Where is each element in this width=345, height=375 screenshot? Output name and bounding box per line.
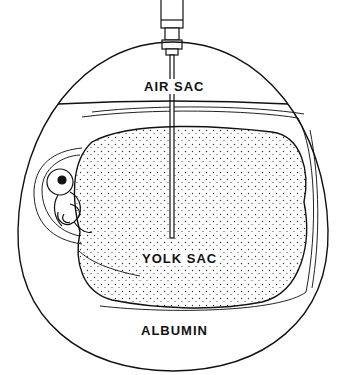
yolk-stipple [74, 126, 306, 307]
egg-outline: AIR SAC YOLK SAC ALBUMIN [14, 40, 332, 374]
region-label: ALBUMIN [139, 323, 210, 338]
syringe [161, 0, 183, 238]
yolk-sac-shape [72, 122, 308, 308]
yolk-sac: YOLK SAC [72, 122, 308, 308]
membrane-line [92, 107, 304, 114]
amnion-line [78, 250, 140, 276]
region-label: AIR SAC [142, 79, 206, 94]
embryo [47, 169, 92, 233]
egg-outline-line [18, 42, 328, 371]
region-label: YOLK SAC [140, 251, 219, 266]
yolk-sac-line [74, 126, 306, 307]
membrane-line [82, 111, 314, 310]
air-sac-line [58, 101, 288, 104]
air-sac: AIR SAC [50, 62, 298, 108]
